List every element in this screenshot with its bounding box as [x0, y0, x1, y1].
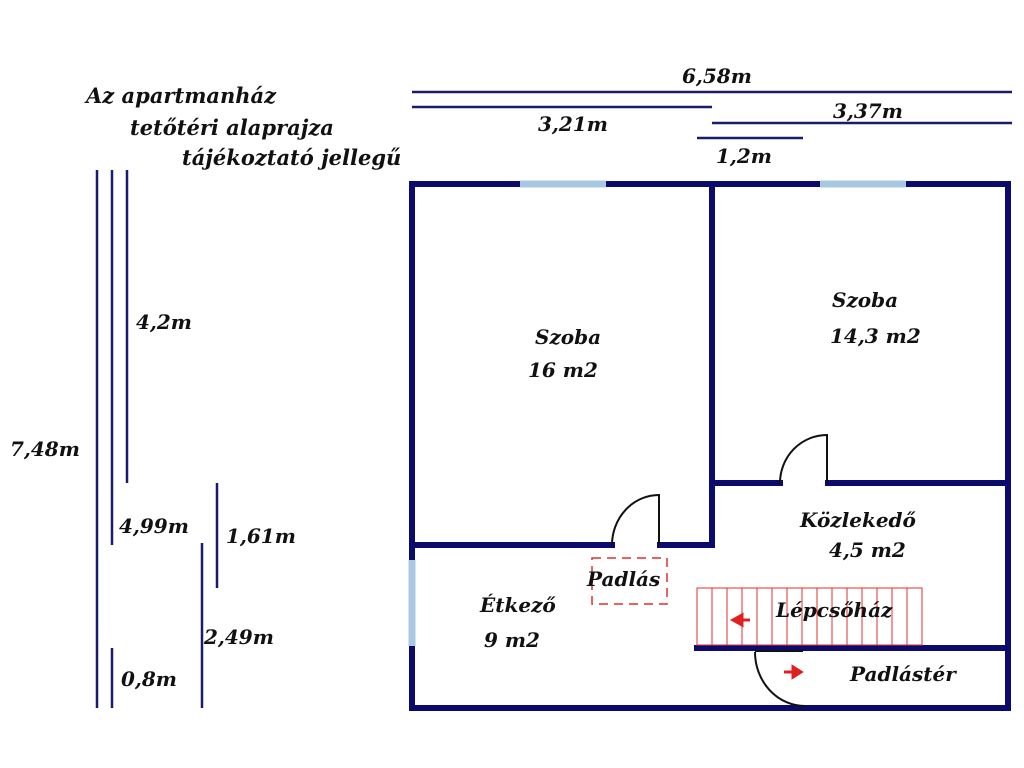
dining-area: 9 m2: [484, 628, 540, 652]
room1-area: 16 m2: [528, 358, 598, 382]
dining-name: Étkező: [479, 593, 556, 617]
room1-name: Szoba: [535, 325, 601, 349]
horizontal-dimensions: 6,58m 3,21m 3,37m 1,2m: [412, 64, 1012, 168]
windows: [408, 180, 906, 646]
walls: [409, 181, 1011, 711]
room2-area: 14,3 m2: [830, 324, 921, 348]
door-room1: [611, 493, 660, 546]
title-line-3: tájékoztató jellegű: [182, 145, 401, 170]
arrow-right-icon: [784, 664, 804, 680]
dim-left-width: 3,21m: [538, 112, 608, 136]
dim-1-61: 1,61m: [226, 524, 296, 548]
door-room2: [779, 433, 828, 484]
staircase-label: Lépcsőház: [775, 598, 893, 622]
dim-4-2: 4,2m: [136, 310, 192, 334]
room2-name: Szoba: [832, 288, 898, 312]
dim-total-width: 6,58m: [682, 64, 752, 88]
attic-hatch-label: Padlás: [586, 567, 660, 591]
staircase-outline: [696, 587, 923, 646]
vertical-dimensions: 7,48m 4,2m 4,99m 1,61m 2,49m 0,8m: [10, 170, 296, 708]
arrow-left-icon: [729, 612, 750, 628]
dim-door-width: 1,2m: [716, 144, 772, 168]
dim-0-8: 0,8m: [121, 667, 177, 691]
corridor-area: 4,5 m2: [829, 538, 906, 562]
door-attic-space: [754, 650, 806, 707]
corridor-name: Közlekedő: [799, 508, 917, 532]
doors: [611, 433, 828, 707]
title-line-2: tetőtéri alaprajza: [130, 115, 334, 140]
staircase: [696, 587, 923, 646]
dim-right-width: 3,37m: [833, 99, 903, 123]
title-line-1: Az apartmanház: [84, 83, 277, 108]
dim-2-49: 2,49m: [203, 625, 274, 649]
attic-space-label: Padlástér: [849, 662, 957, 686]
dim-total-height: 7,48m: [10, 437, 80, 461]
dim-4-99: 4,99m: [119, 514, 189, 538]
attic-hatch-outline: [591, 557, 668, 605]
